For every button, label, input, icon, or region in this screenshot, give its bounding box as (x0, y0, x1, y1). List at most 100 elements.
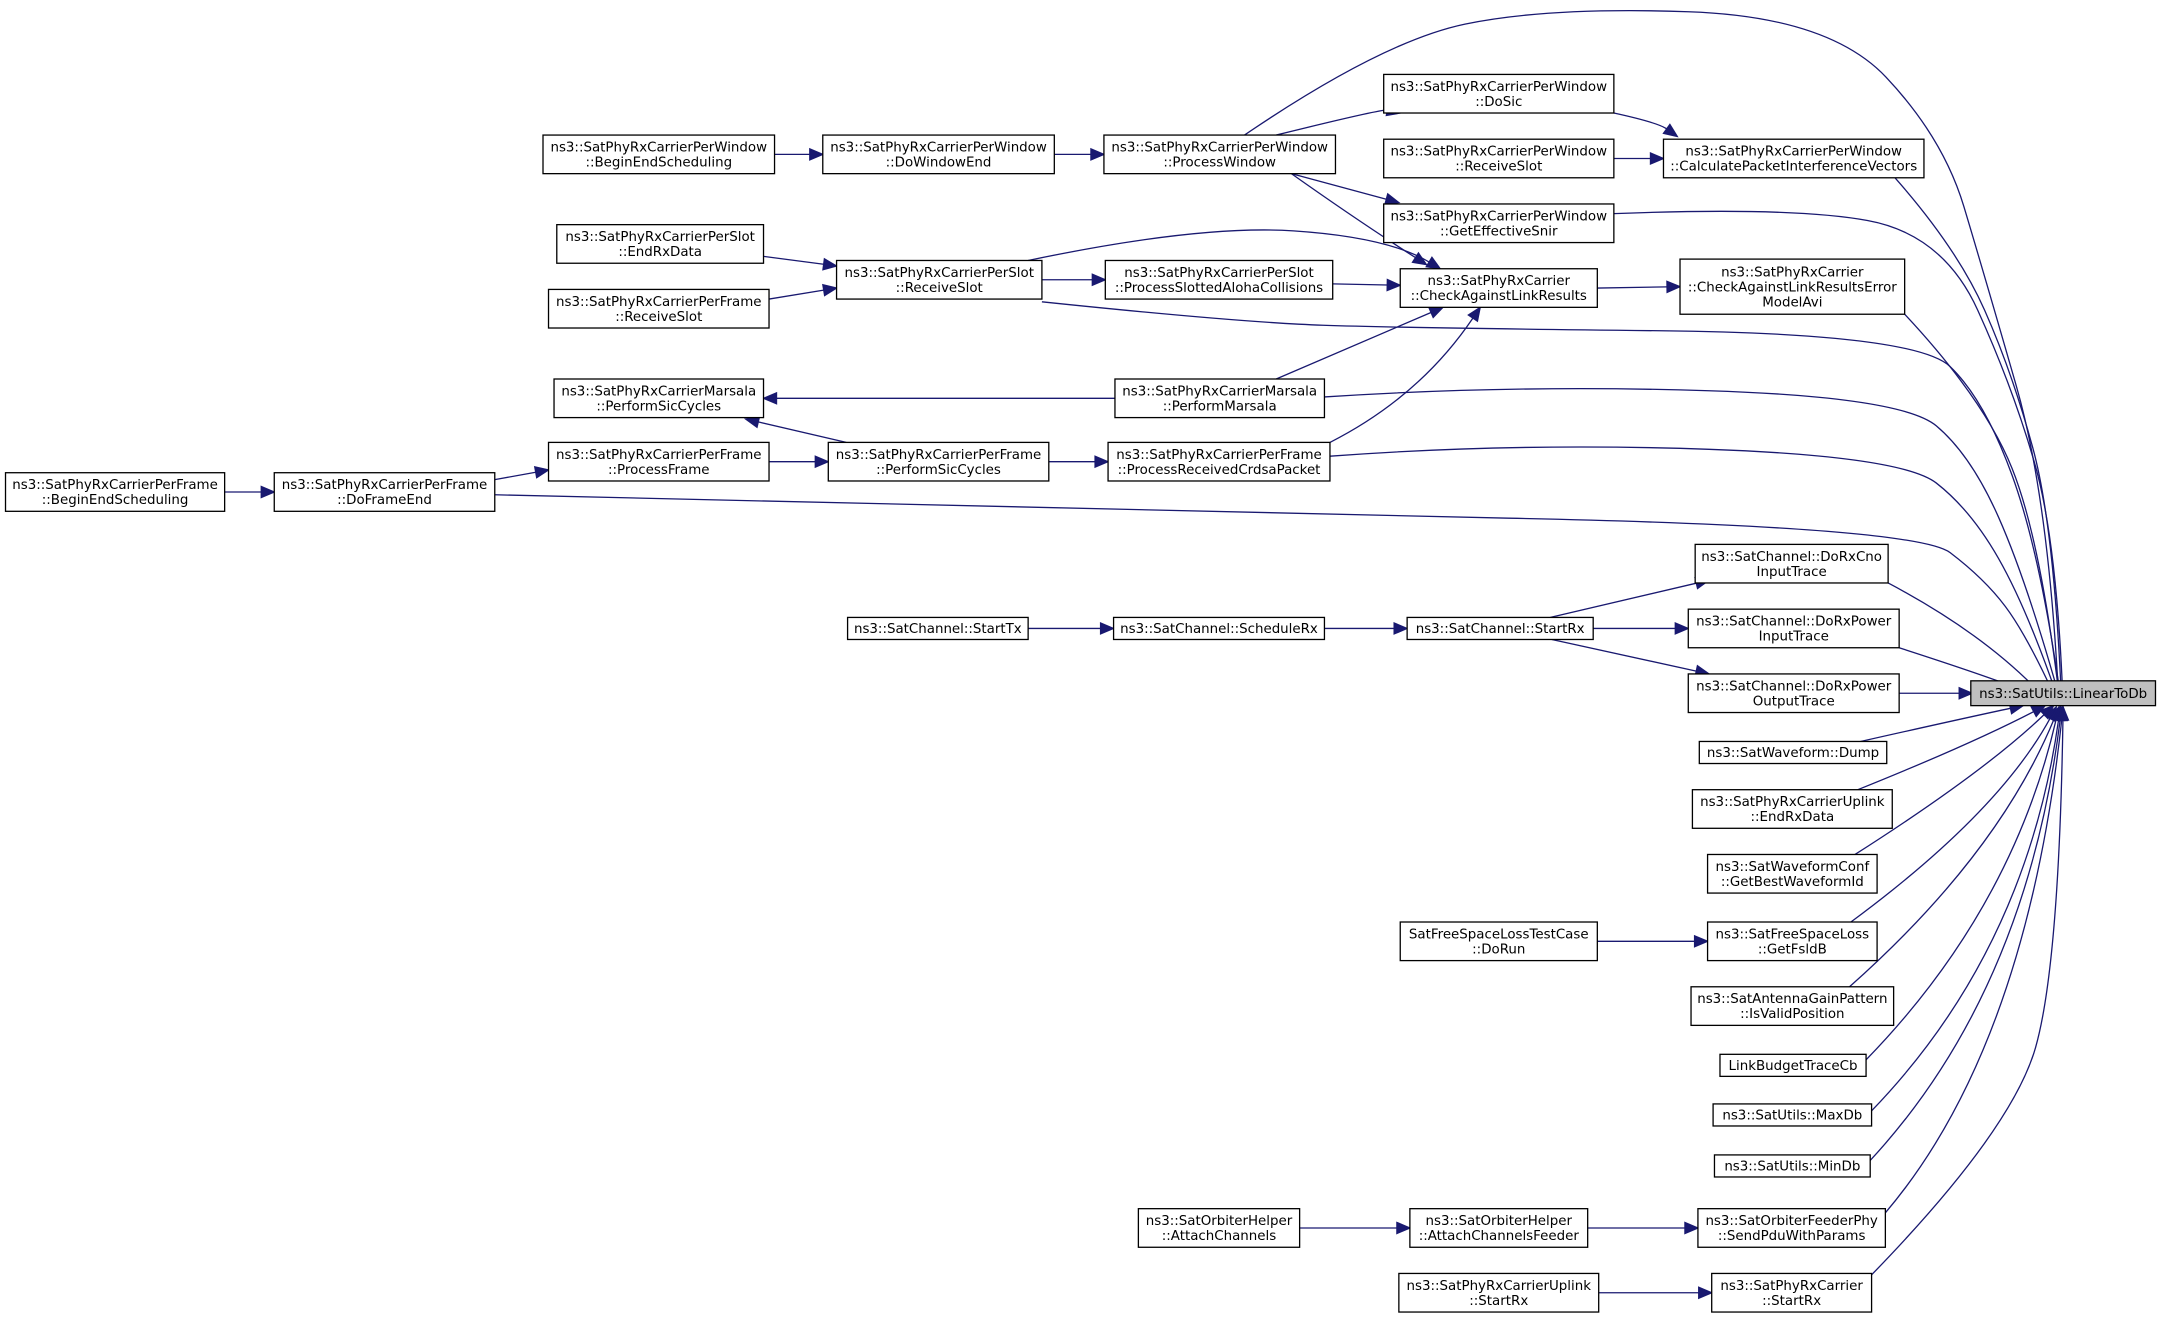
node-box (1398, 1272, 1600, 1313)
function-node[interactable]: ns3::SatPhyRxCarrierPerFrame::ReceiveSlo… (547, 288, 770, 329)
function-node[interactable]: ns3::SatPhyRxCarrierPerWindow::BeginEndS… (542, 134, 776, 175)
node-label: ns3::SatPhyRxCarrier (1428, 274, 1571, 289)
function-node[interactable]: ns3::SatPhyRxCarrierPerFrame::ProcessRec… (1107, 441, 1331, 482)
edge-n17-to-n18 (494, 465, 551, 481)
node-label: ::BeginEndScheduling (42, 493, 189, 508)
arrowhead-icon (1662, 123, 1679, 138)
function-node[interactable]: ns3::SatWaveformConf::GetBestWaveformId (1706, 853, 1878, 894)
edge-n40-to-n0 (1871, 705, 2070, 1276)
node-label: ::GetEffectiveSnir (1440, 224, 1558, 239)
function-node[interactable]: ns3::SatPhyRxCarrierPerSlot::ProcessSlot… (1104, 259, 1334, 300)
node-box (556, 223, 765, 264)
function-node[interactable]: ns3::SatPhyRxCarrierUplink::EndRxData (1691, 789, 1893, 829)
node-label: ::SendPduWithParams (1718, 1229, 1866, 1244)
edge-n10-to-n11 (1041, 273, 1107, 287)
arrowhead-icon (533, 465, 551, 479)
arrowhead-icon (1396, 1221, 1412, 1235)
function-node[interactable]: ns3::SatPhyRxCarrierPerFrame::BeginEndSc… (4, 472, 226, 512)
edge-n36-to-n37 (1299, 1221, 1412, 1235)
function-node[interactable]: ns3::SatAntennaGainPattern::IsValidPosit… (1690, 986, 1895, 1027)
edge-line (1854, 714, 2045, 856)
node-label: ns3::SatWaveform::Dump (1707, 746, 1879, 761)
function-node[interactable]: ns3::SatOrbiterHelper::AttachChannels (1137, 1208, 1301, 1248)
function-node[interactable]: ns3::SatPhyRxCarrierPerWindow::GetEffect… (1383, 203, 1615, 244)
node-box (1706, 921, 1878, 962)
function-node[interactable]: ns3::SatPhyRxCarrierUplink::StartRx (1398, 1272, 1600, 1313)
edge-n11-to-n12 (1332, 278, 1402, 292)
node-label: ns3::SatPhyRxCarrierUplink (1700, 795, 1885, 810)
edge-line (1871, 719, 2064, 1276)
edge-line (1324, 388, 2059, 694)
function-node[interactable]: ns3::SatPhyRxCarrier::StartRx (1711, 1272, 1873, 1313)
node-label: ns3::SatPhyRxCarrierPerWindow (1390, 80, 1607, 95)
arrowhead-icon (1425, 256, 1442, 270)
node-label: ns3::SatPhyRxCarrierPerFrame (556, 448, 762, 463)
node-label: ::BeginEndScheduling (585, 155, 732, 170)
function-node[interactable]: ns3::SatPhyRxCarrierMarsala::PerformMars… (1114, 378, 1326, 419)
node-box (1711, 1272, 1873, 1313)
node-box (1406, 616, 1594, 641)
node-label: ns3::SatOrbiterHelper (1146, 1214, 1293, 1229)
node-label: ns3::SatPhyRxCarrier (1721, 265, 1864, 280)
function-node[interactable]: ns3::SatUtils::MinDb (1713, 1154, 1871, 1178)
function-node[interactable]: ns3::SatPhyRxCarrier::CheckAgainstLinkRe… (1679, 258, 1906, 315)
arrowhead-icon (1094, 455, 1110, 469)
function-node[interactable]: ns3::SatChannel::StartTx (846, 616, 1029, 641)
function-node[interactable]: ns3::SatPhyRxCarrierPerFrame::PerformSic… (827, 441, 1050, 482)
node-label: ns3::SatPhyRxCarrierPerFrame (836, 448, 1042, 463)
function-nodes: ns3::SatUtils::LinearToDbns3::SatPhyRxCa… (4, 73, 2157, 1313)
edge-line (1332, 283, 1388, 286)
function-node[interactable]: ns3::SatPhyRxCarrierPerFrame::DoFrameEnd (273, 472, 496, 512)
function-node[interactable]: ns3::SatFreeSpaceLoss::GetFsldB (1706, 921, 1878, 962)
function-node[interactable]: ns3::SatPhyRxCarrierPerWindow::DoWindowE… (822, 134, 1055, 175)
node-label: ::PerformSicCycles (876, 463, 1001, 478)
node-label: ::DoWindowEnd (886, 155, 992, 170)
arrowhead-icon (1099, 621, 1116, 635)
function-node[interactable]: ns3::SatPhyRxCarrierPerWindow::ReceiveSl… (1383, 138, 1615, 179)
function-node[interactable]: ns3::SatChannel::StartRx (1406, 616, 1594, 641)
node-label: ::IsValidPosition (1740, 1007, 1844, 1022)
function-node[interactable]: ns3::SatPhyRxCarrierPerWindow::DoSic (1383, 73, 1615, 114)
function-node[interactable]: ns3::SatWaveform::Dump (1698, 740, 1888, 765)
node-label: ns3::SatPhyRxCarrierPerFrame (1116, 448, 1322, 463)
node-box (1698, 740, 1888, 765)
node-box (1383, 73, 1615, 114)
node-box (273, 472, 496, 512)
function-node[interactable]: ns3::SatPhyRxCarrierMarsala::PerformSicC… (553, 378, 765, 419)
function-node[interactable]: ns3::SatPhyRxCarrierPerWindow::ProcessWi… (1103, 134, 1337, 175)
arrowhead-icon (822, 283, 839, 297)
node-label: ns3::SatPhyRxCarrierPerWindow (1390, 145, 1607, 160)
node-label: ns3::SatPhyRxCarrierPerWindow (830, 140, 1047, 155)
node-box (1687, 608, 1900, 649)
node-box (1399, 921, 1598, 962)
node-label: ::DoFrameEnd (337, 493, 432, 508)
function-node[interactable]: SatFreeSpaceLossTestCase::DoRun (1399, 921, 1598, 962)
function-node[interactable]: ns3::SatPhyRxCarrier::CheckAgainstLinkRe… (1399, 268, 1598, 308)
node-label: ns3::SatChannel::DoRxPower (1696, 615, 1892, 630)
function-node[interactable]: ns3::SatUtils::MaxDb (1712, 1103, 1873, 1127)
function-node[interactable]: LinkBudgetTraceCb (1719, 1053, 1867, 1078)
node-box (1409, 1208, 1589, 1248)
function-node[interactable]: ns3::SatChannel::ScheduleRx (1112, 616, 1326, 641)
node-label: ::AttachChannels (1162, 1229, 1276, 1244)
node-box (1399, 268, 1598, 308)
function-node[interactable]: ns3::SatPhyRxCarrierPerFrame::ProcessFra… (547, 441, 770, 482)
node-label: ns3::SatChannel::DoRxPower (1696, 679, 1892, 694)
function-node[interactable]: ns3::SatPhyRxCarrierPerSlot::ReceiveSlot (835, 259, 1043, 300)
node-label: ns3::SatPhyRxCarrierPerSlot (1124, 266, 1313, 281)
function-node[interactable]: ns3::SatOrbiterHelper::AttachChannelsFee… (1409, 1208, 1589, 1248)
function-node[interactable]: ns3::SatPhyRxCarrierPerSlot::EndRxData (556, 223, 765, 264)
node-label: ns3::SatChannel::StartTx (854, 622, 1022, 637)
edge-line (1291, 173, 1387, 200)
function-node[interactable]: ns3::SatOrbiterFeederPhy::SendPduWithPar… (1697, 1208, 1887, 1248)
node-label: ns3::SatPhyRxCarrierMarsala (561, 384, 756, 399)
function-node[interactable]: ns3::SatPhyRxCarrierPerWindow::Calculate… (1662, 138, 1925, 179)
arrowhead-icon (809, 147, 825, 161)
node-box (827, 441, 1050, 482)
node-label: ns3::SatPhyRxCarrierPerFrame (282, 478, 488, 493)
edge-n22-to-n23 (1028, 621, 1116, 635)
